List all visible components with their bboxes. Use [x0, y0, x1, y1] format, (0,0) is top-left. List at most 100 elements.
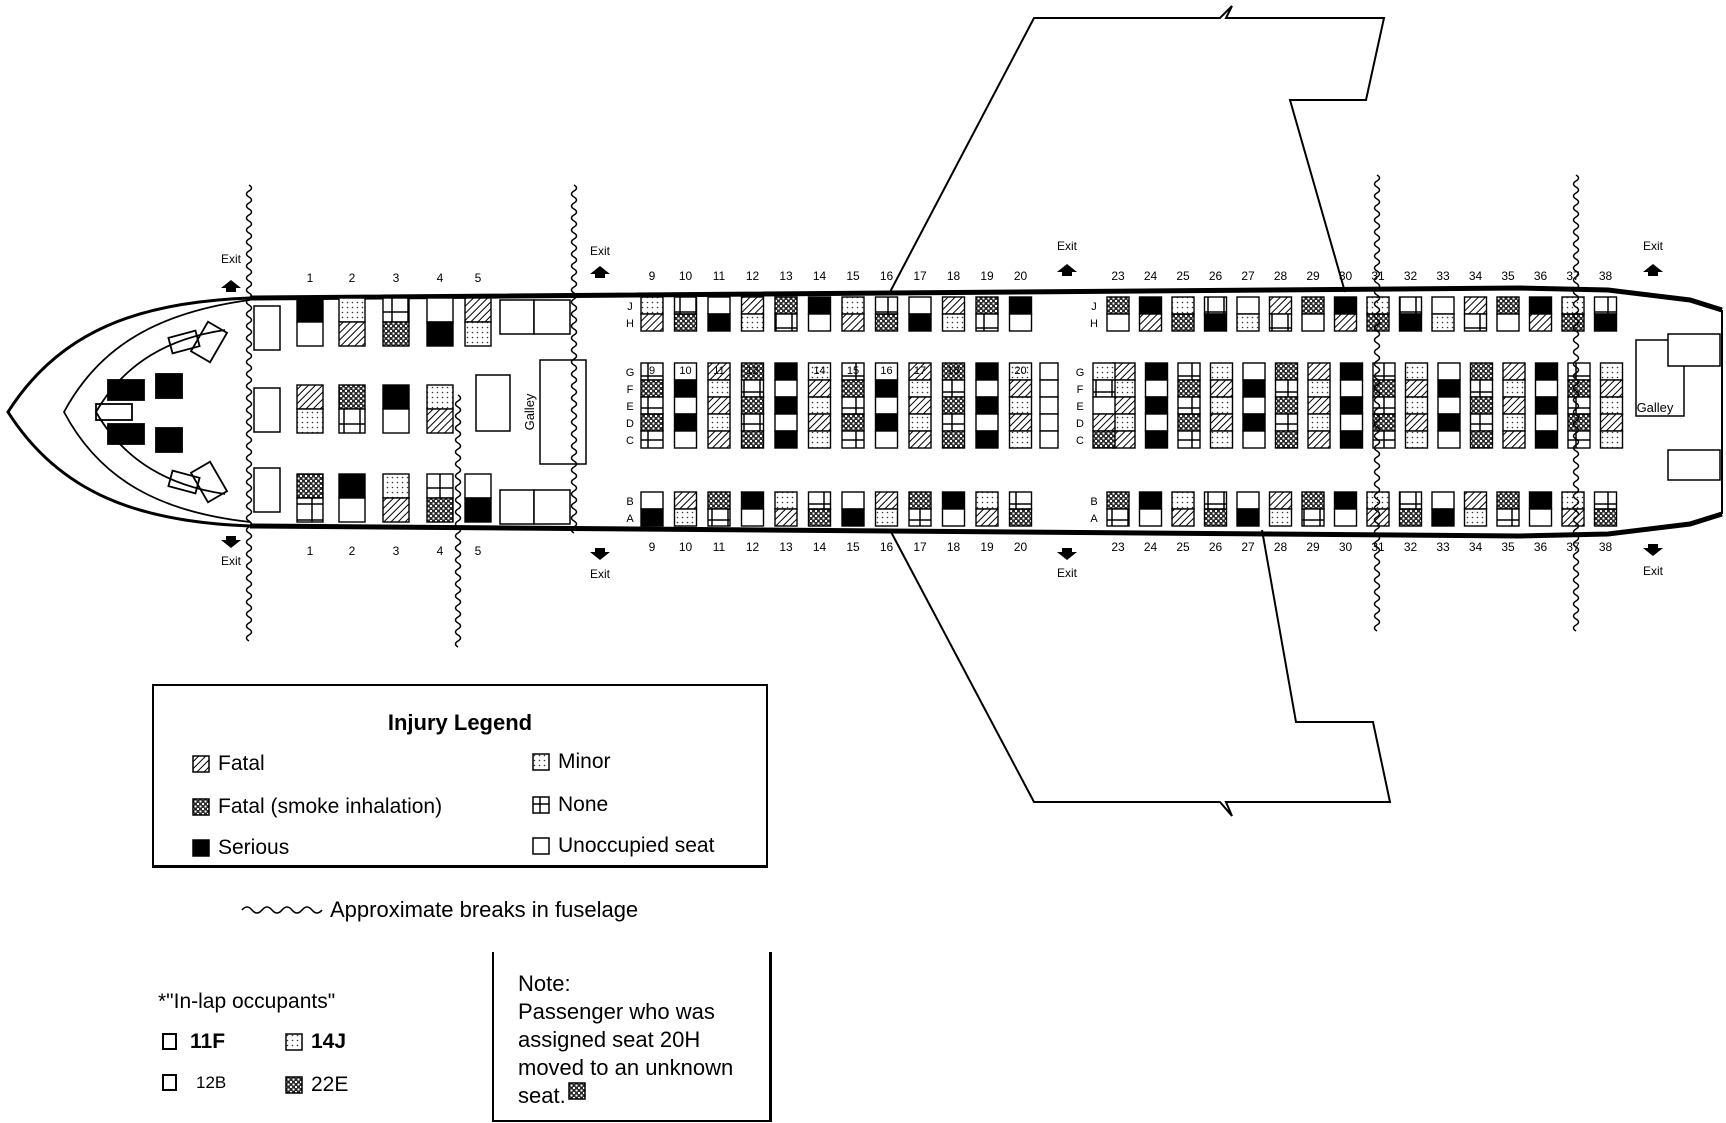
- seat-main-h: [740, 313, 765, 332]
- seat-main-center: [841, 379, 865, 398]
- seat-fwd-upper: [338, 297, 366, 323]
- seat-fwd-lower: [382, 497, 410, 523]
- seat-aft-center: [1209, 430, 1234, 449]
- seat-aft-center: [1404, 362, 1429, 381]
- seat-aft-center: [1242, 362, 1266, 381]
- fuselage-breaks: [245, 174, 1580, 648]
- seat-fwd-lower: [338, 473, 366, 499]
- seat-main-center: [975, 430, 999, 449]
- seat-aft-center: [1177, 362, 1201, 381]
- seat-aft-center: [1502, 362, 1526, 381]
- seat-letter-c: C: [1076, 435, 1084, 447]
- seat-fwd-upper: [296, 321, 324, 347]
- seat-aft-center: [1144, 413, 1169, 432]
- seat-aft-b: [1138, 491, 1163, 510]
- row-label-top-36: 36: [1534, 269, 1548, 283]
- row-label-center-19: 19: [981, 365, 993, 377]
- seat-main-h: [774, 313, 798, 332]
- exit-label: Exit: [1643, 564, 1664, 578]
- seat-letter-j: J: [1091, 301, 1097, 313]
- seat-main-center: [640, 396, 664, 415]
- seat-aft-center: [1242, 379, 1266, 398]
- row-label-top-24: 24: [1144, 269, 1158, 283]
- row-label-top-20: 20: [1014, 269, 1028, 283]
- row-label-top-14: 14: [813, 269, 827, 283]
- seat-main-center: [841, 413, 865, 432]
- seat-letter-d: D: [1076, 418, 1084, 430]
- seat-main-center: [774, 430, 798, 449]
- fatal-smoke-swatch: [285, 1076, 303, 1094]
- seat-aft-a: [1268, 508, 1293, 527]
- legend-serious: Serious: [192, 836, 289, 860]
- breaks-note: Approximate breaks in fuselage: [240, 897, 638, 923]
- legend-title: Injury Legend: [387, 710, 533, 735]
- row-label-bottom-10: 10: [679, 540, 693, 554]
- row-label-bottom-26: 26: [1209, 540, 1223, 554]
- row-label-top-37: 37: [1566, 269, 1580, 283]
- seat-aft-center: [1534, 396, 1559, 415]
- seat-aft-b: [1106, 491, 1130, 510]
- row-label-top-23: 23: [1111, 269, 1125, 283]
- seat-aft-center: [1404, 379, 1429, 398]
- seat-aft-center: [1112, 379, 1136, 398]
- seat-main-h: [640, 313, 664, 332]
- seat-main-center: [1039, 430, 1059, 449]
- seat-main-b: [1008, 491, 1033, 510]
- seat-main-center: [774, 396, 798, 415]
- seat-aft-center: [1242, 396, 1266, 415]
- fuselage-break-line: [1572, 174, 1580, 632]
- inlap-label-22e: 22E: [311, 1073, 349, 1096]
- row-label-center-15: 15: [847, 365, 859, 377]
- row-label-center-16: 16: [880, 365, 892, 377]
- cockpit: [62, 299, 251, 523]
- seat-aft-j: [1463, 296, 1488, 315]
- seat-fwd-upper: [426, 297, 454, 323]
- seat-main-a: [908, 508, 932, 527]
- seat-aft-b: [1301, 491, 1325, 510]
- seat-fwd-center: [382, 384, 410, 410]
- seat-aft-h: [1398, 313, 1423, 332]
- seat-aft-center: [1209, 396, 1234, 415]
- seat-aft-a: [1236, 508, 1260, 527]
- seat-main-a: [841, 508, 865, 527]
- seat-aft-center: [1112, 396, 1136, 415]
- seat-aft-center: [1502, 413, 1526, 432]
- seat-aft-center: [1534, 430, 1559, 449]
- seat-aft-center: [1437, 362, 1461, 381]
- seat-aft-h: [1106, 313, 1130, 332]
- seat-fwd-lower: [464, 473, 492, 499]
- seat-letter-a: A: [1090, 513, 1098, 525]
- row-label-center-14: 14: [813, 365, 825, 377]
- fuselage: [6, 285, 1723, 539]
- seat-aft-j: [1268, 296, 1293, 315]
- seat-main-center: [740, 413, 765, 432]
- seat-fwd-lower: [464, 497, 492, 523]
- inlap-label-11f: 11F: [190, 1030, 226, 1053]
- seat-aft-center: [1599, 362, 1624, 381]
- legend-unoccupied-label: Unoccupied seat: [558, 834, 715, 857]
- seat-aft-center: [1599, 379, 1624, 398]
- seat-aft-a: [1528, 508, 1553, 527]
- galley-forward-label: Galley: [522, 393, 537, 430]
- row-label-top-11: 11: [713, 269, 726, 283]
- seat-aft-center: [1177, 413, 1201, 432]
- seat-aft-center: [1372, 362, 1396, 381]
- row-label-bottom-33: 33: [1436, 540, 1450, 554]
- seat-letter-e: E: [1076, 401, 1083, 413]
- seat-main-h: [673, 313, 698, 332]
- seat-aft-b: [1463, 491, 1488, 510]
- seat-main-center: [673, 379, 698, 398]
- seat-letter-c: C: [626, 435, 634, 447]
- seat-aft-j: [1203, 296, 1228, 315]
- injury-legend: Injury Legend Fatal Fatal (smoke inhalat…: [152, 684, 768, 868]
- seat-main-j: [774, 296, 798, 315]
- seat-aft-center: [1404, 430, 1429, 449]
- seat-letter-j: J: [627, 301, 633, 313]
- row-label-top-9: 9: [649, 269, 656, 283]
- seat-aft-j: [1333, 296, 1358, 315]
- seat-aft-center: [1092, 413, 1116, 432]
- galley-aft-label: Galley: [1637, 400, 1674, 415]
- seat-main-b: [975, 491, 999, 510]
- seat-main-h: [1008, 313, 1033, 332]
- seat-aft-center: [1567, 362, 1591, 381]
